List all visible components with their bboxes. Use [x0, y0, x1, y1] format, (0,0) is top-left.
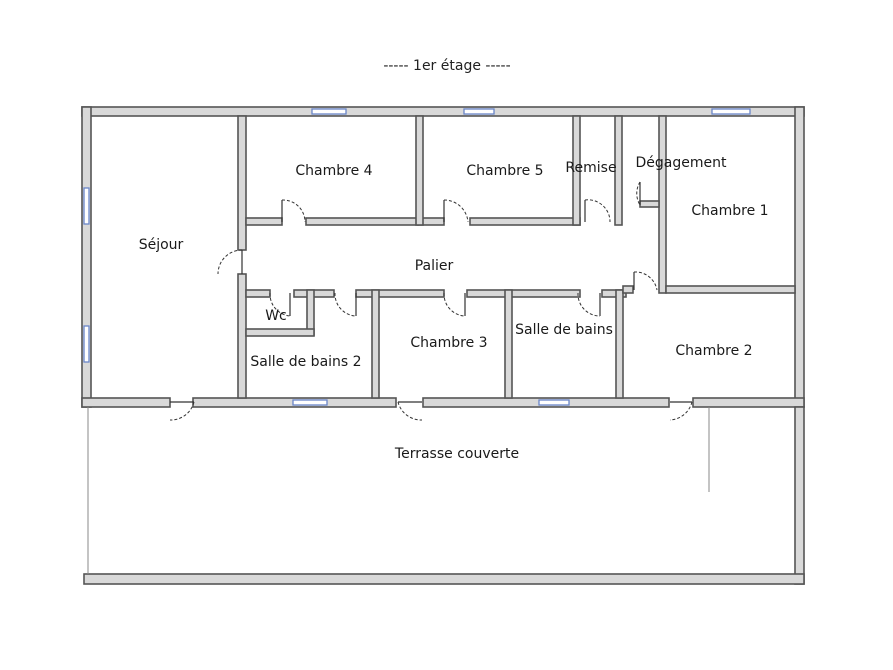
room-label-palier: Palier	[415, 258, 454, 274]
window-left-1	[83, 187, 90, 225]
room-label-chambre4: Chambre 4	[295, 163, 372, 179]
window-top-3	[711, 108, 751, 115]
window-bottom-2	[538, 399, 570, 406]
window-left-2	[83, 325, 90, 363]
room-label-sdb: Salle de bains	[515, 322, 613, 338]
interior-walls	[237, 115, 796, 399]
room-label-chambre2: Chambre 2	[675, 343, 752, 359]
floor-title: ----- 1er étage -----	[383, 58, 510, 74]
room-label-remise: Remise	[565, 160, 616, 176]
room-label-sdb2: Salle de bains 2	[250, 354, 361, 370]
room-label-chambre3: Chambre 3	[410, 335, 487, 351]
window-bottom-1	[292, 399, 328, 406]
window-top-1	[311, 108, 347, 115]
room-label-degagement: Dégagement	[636, 155, 727, 171]
room-label-terrasse: Terrasse couverte	[394, 446, 519, 462]
room-labels: Séjour Chambre 4 Chambre 5 Remise Dégage…	[139, 155, 769, 462]
window-top-2	[463, 108, 495, 115]
room-label-sejour: Séjour	[139, 237, 184, 253]
room-label-chambre5: Chambre 5	[466, 163, 543, 179]
windows	[83, 108, 751, 406]
terrace-walls	[83, 406, 805, 585]
doors	[169, 181, 693, 421]
room-label-chambre1: Chambre 1	[691, 203, 768, 219]
outer-walls	[81, 106, 805, 408]
room-label-wc: Wc	[265, 308, 287, 324]
